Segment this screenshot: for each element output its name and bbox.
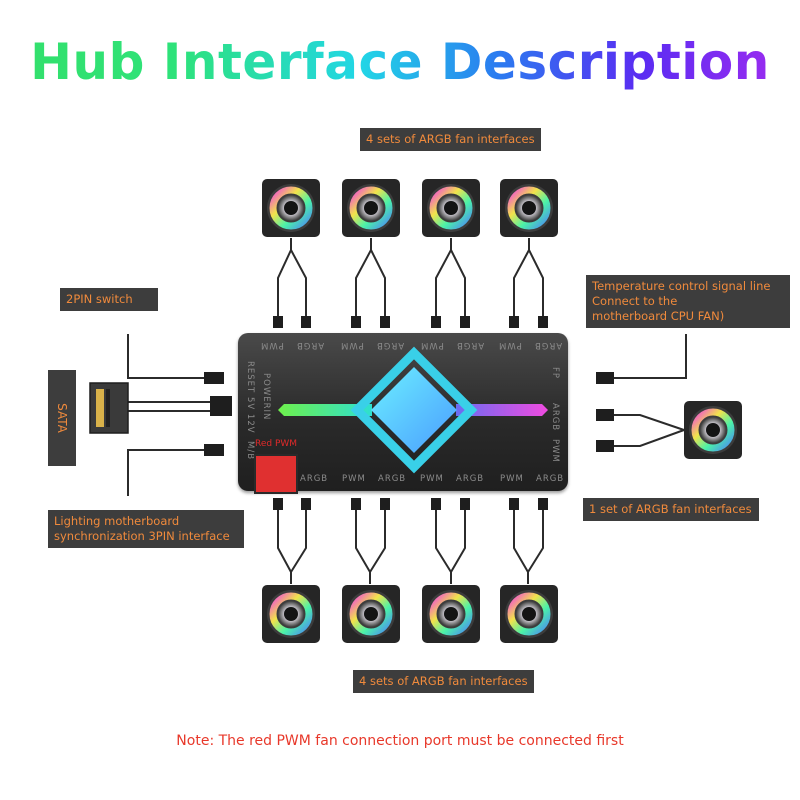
hub-port-label: ARGB (378, 474, 407, 484)
pin-switch-label: 2PIN switch (60, 288, 158, 311)
hub-rgb-logo-icon (278, 346, 548, 474)
hub-port-label: ARGB (456, 474, 485, 484)
hub-port-label: PWM (420, 474, 444, 484)
sata-label: SATA (48, 370, 76, 466)
hub-port-label: PWM (500, 474, 524, 484)
hub-port-label: ARGB (300, 474, 329, 484)
argb-fan-icon (422, 179, 480, 237)
argb-fan-icon (500, 585, 558, 643)
argb-fan-icon (342, 179, 400, 237)
note-text: Note: The red PWM fan connection port mu… (176, 733, 624, 749)
hub-port-label: ARGB (536, 474, 565, 484)
argb-fan-icon (342, 585, 400, 643)
argb-fan-icon (422, 585, 480, 643)
temp-control-label: Temperature control signal line Connect … (586, 275, 790, 328)
argb-fan-icon (500, 179, 558, 237)
lighting-sync-label: Lighting motherboard synchronization 3PI… (48, 510, 244, 548)
bottom-fans-label: 4 sets of ARGB fan interfaces (353, 670, 534, 693)
hub-port-label: POWERIN (261, 373, 271, 421)
argb-fan-icon (262, 179, 320, 237)
hub-port-label: RESET (245, 361, 255, 394)
right-fan-label: 1 set of ARGB fan interfaces (583, 498, 759, 521)
sata-connector-icon (89, 382, 232, 434)
argb-fan-icon (684, 401, 742, 459)
argb-fan-icon (262, 585, 320, 643)
red-pwm-label: Red PWM (255, 439, 298, 449)
top-fans-label: 4 sets of ARGB fan interfaces (360, 128, 541, 151)
hub-port-label: 5V 12V (245, 397, 255, 434)
red-pwm-port (254, 454, 298, 494)
page-title: Hub Interface Description (0, 26, 800, 98)
hub-port-label: PWM (342, 474, 366, 484)
